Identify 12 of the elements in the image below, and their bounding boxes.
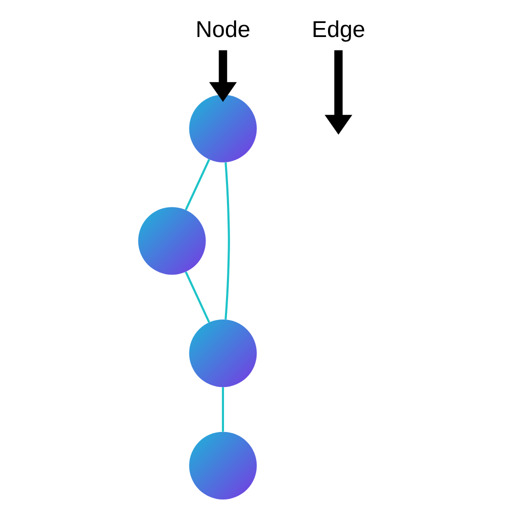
- connector: [184, 271, 210, 323]
- node-circle: [189, 432, 257, 500]
- node-text: Node: [196, 16, 250, 42]
- connector: [224, 162, 230, 320]
- connector: [222, 387, 224, 432]
- node-circle: [189, 94, 257, 162]
- connector: [184, 159, 210, 210]
- arrow: [209, 50, 237, 102]
- node-circle: [138, 207, 206, 275]
- node-circle: [189, 319, 257, 388]
- node-text: Edge: [312, 16, 366, 42]
- arrow: [324, 50, 352, 135]
